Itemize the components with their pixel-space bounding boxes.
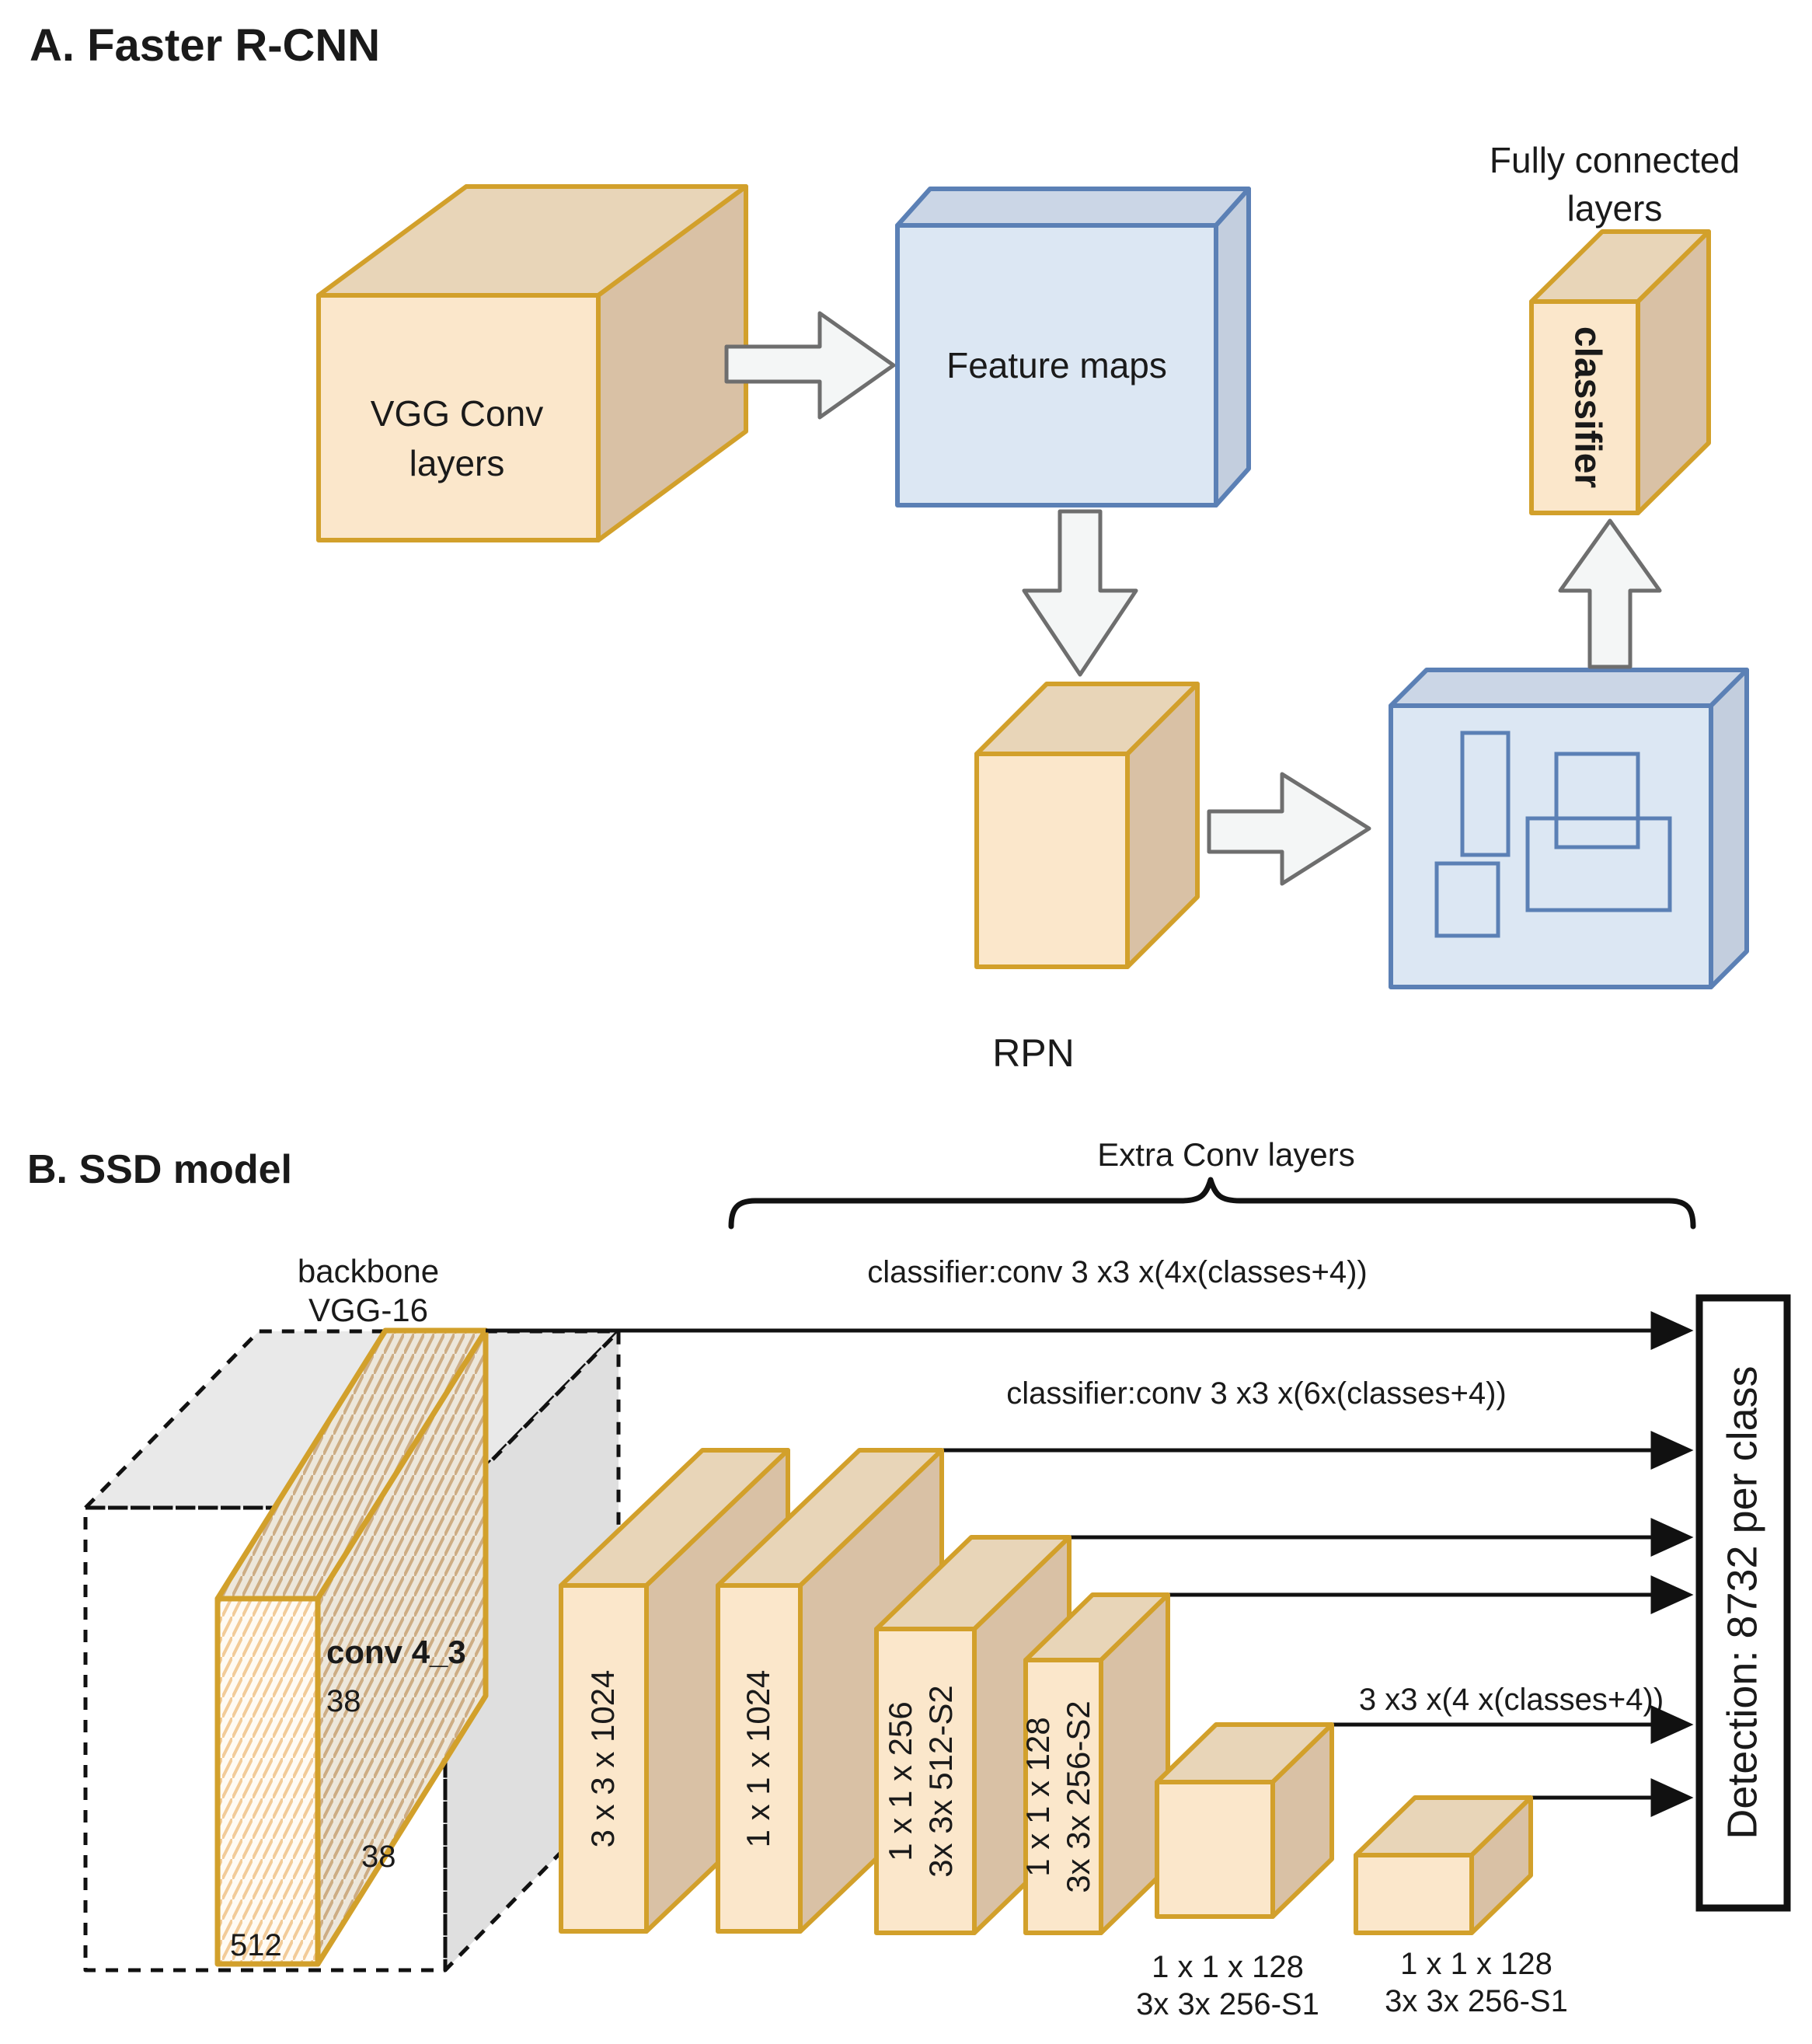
arrow-vgg-to-featuremaps-icon [724,311,896,420]
fc-label-line2: layers [1567,188,1663,228]
extra-conv-box-5: 1 x 1 x 128 3x 3x 256-S1 [1136,1722,1334,2021]
extra-conv-box-5-front-face [1155,1780,1275,1919]
feature-maps-box: Feature maps [895,187,1251,508]
vgg-box-front-face [316,293,601,542]
extra-conv-box-6-caption-line1: 1 x 1 x 128 [1400,1947,1552,1981]
classifier-front-face [1529,299,1640,515]
feature-maps-label: Feature maps [946,345,1167,385]
extra-conv-box-5-caption-line2: 3x 3x 256-S1 [1136,1987,1319,2021]
section-a-title: A. Faster R-CNN [30,20,380,71]
arrow-proposals-to-classifier-icon [1558,518,1662,669]
extra-conv-box-5-caption-line1: 1 x 1 x 128 [1152,1950,1304,1984]
extra-conv-box-6: 1 x 1 x 128 3x 3x 256-S1 [1354,1795,1568,2018]
section-b-title: B. SSD model [27,1147,292,1192]
detection-box: Detection: 8732 per class [1695,1294,1791,1912]
annotation-classifier6: classifier:conv 3 x3 x(6x(classes+4)) [1006,1376,1507,1411]
proposals-top-face [1389,668,1749,708]
extra-conv-box-4-label-line1: 1 x 1 x 128 [1019,1717,1056,1876]
proposal-rect-1 [1460,731,1511,857]
extra-conv-box-3-front-face [874,1627,977,1935]
extra-conv-box-1-front-face [559,1583,649,1934]
extra-conv-box-3-label-line2: 3x 3x 512-S2 [922,1685,959,1878]
extra-conv-box-2-label: 1 x 1 x 1024 [740,1670,776,1848]
classifier-label: classifier [1566,326,1608,488]
extra-conv-label: Extra Conv layers [1097,1136,1354,1173]
conv43-front-face [214,1596,321,1967]
proposals-front-face [1389,703,1713,989]
feature-maps-front-face [895,223,1218,508]
annotation-classifier4: classifier:conv 3 x3 x(4x(classes+4)) [867,1255,1368,1289]
extra-conv-box-4-front-face [1023,1658,1103,1935]
extra-conv-box-3-label-line1: 1 x 1 x 256 [882,1701,918,1861]
vgg-conv-box: VGG Conv layers [316,184,748,542]
proposal-rect-2 [1434,861,1500,938]
extra-conv-box-4: 1 x 1 x 128 3x 3x 256-S2 [1019,1592,1170,1935]
feature-maps-side-face [1214,187,1251,508]
conv43-dim-c: 512 [230,1928,282,1962]
faster-rcnn-section: A. Faster R-CNN VGG Conv layers Feature … [30,20,1749,1075]
backbone-label-line2: VGG-16 [308,1292,428,1328]
rpn-box-front-face [974,752,1130,969]
extra-conv-box-3: 1 x 1 x 256 3x 3x 512-S2 [874,1535,1072,1935]
ssd-section: B. SSD model backbone VGG-16 conv 4_3 38… [27,1136,1791,2021]
extra-conv-box-4-label-line2: 3x 3x 256-S2 [1060,1700,1096,1893]
rpn-label: RPN [992,1031,1075,1075]
feature-maps-top-face [895,187,1251,228]
detection-label: Detection: 8732 per class [1719,1366,1765,1839]
conv43-slab: conv 4_3 38 38 512 [214,1327,489,1967]
extra-conv-box-6-caption-line2: 3x 3x 256-S1 [1385,1984,1568,2018]
vgg-box-label-line2: layers [409,443,505,483]
arrow-featuremaps-to-rpn-icon [1022,509,1138,677]
fc-label-line1: Fully connected [1490,140,1740,180]
proposal-rect-4 [1525,816,1672,912]
classifier-box: classifier [1529,229,1711,515]
extra-conv-box-6-front-face [1354,1853,1474,1935]
annotation-conv4: 3 x3 x(4 x(classes+4)) [1359,1683,1664,1717]
conv43-dim-w: 38 [361,1840,396,1874]
arrow-rpn-to-proposals-icon [1207,772,1371,886]
extra-conv-brace [728,1177,1696,1230]
conv43-label: conv 4_3 [326,1634,466,1670]
rpn-box: RPN [974,682,1200,1075]
extra-conv-box-1-label: 3 x 3 x 1024 [584,1670,621,1848]
detection-box-rect [1695,1294,1791,1912]
proposals-side-face [1709,668,1749,989]
proposal-rect-3 [1554,752,1640,849]
backbone-label-line1: backbone [298,1253,439,1289]
extra-conv-box-2-front-face [716,1583,803,1934]
region-proposals-box [1389,668,1749,989]
vgg-box-label-line1: VGG Conv [371,393,543,434]
conv43-dim-h: 38 [326,1684,361,1718]
